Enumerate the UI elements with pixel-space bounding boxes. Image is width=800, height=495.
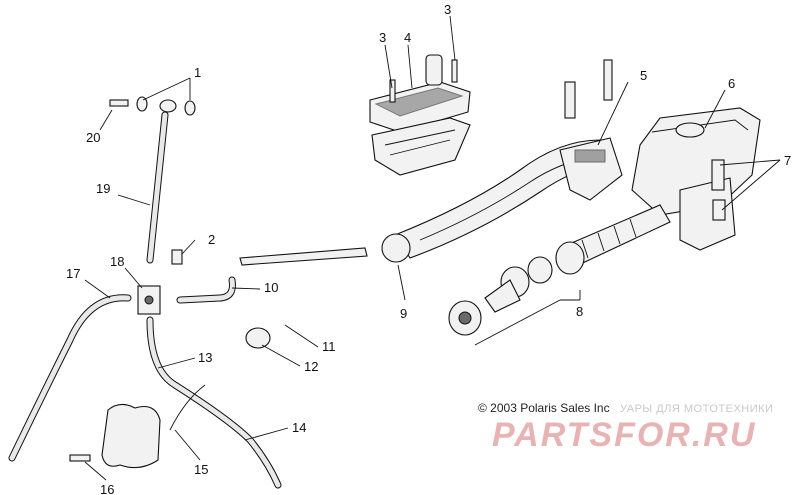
watermark-logo: PARTSFOR.RU (492, 416, 756, 454)
master-cylinder-body-part (564, 59, 761, 251)
callout-20: 20 (86, 130, 100, 145)
callout-6: 6 (728, 76, 735, 91)
callout-12: 12 (304, 359, 318, 374)
reservoir-cover-part (369, 54, 471, 176)
brake-lever-part (381, 137, 623, 263)
callout-1: 1 (194, 65, 201, 80)
callout-2: 2 (208, 232, 215, 247)
callout-9: 9 (400, 306, 407, 321)
callout-16: 16 (100, 482, 114, 495)
callout-15: 15 (194, 462, 208, 477)
leader-lines (84, 15, 781, 481)
callout-4: 4 (404, 30, 411, 45)
callout-13: 13 (198, 350, 212, 365)
watermark-subtitle: УАРЫ ДЛЯ МОТОТЕХНИКИ (620, 403, 773, 415)
callout-labels: 1 2 3 3 4 5 6 7 8 9 10 11 12 13 14 15 16… (66, 2, 791, 495)
callout-10: 10 (264, 280, 278, 295)
callout-11: 11 (322, 339, 336, 354)
callout-3b: 3 (444, 2, 451, 17)
callout-7: 7 (784, 153, 791, 168)
callout-5: 5 (640, 68, 647, 83)
callout-17: 17 (66, 266, 80, 281)
brake-line-assembly-part (8, 96, 368, 489)
callout-3a: 3 (379, 30, 386, 45)
callout-19: 19 (96, 181, 110, 196)
piston-assembly-part (448, 204, 671, 336)
callout-18: 18 (110, 254, 124, 269)
callout-14: 14 (292, 420, 306, 435)
copyright-text: © 2003 Polaris Sales Inc (478, 401, 610, 415)
callout-8: 8 (576, 304, 583, 319)
